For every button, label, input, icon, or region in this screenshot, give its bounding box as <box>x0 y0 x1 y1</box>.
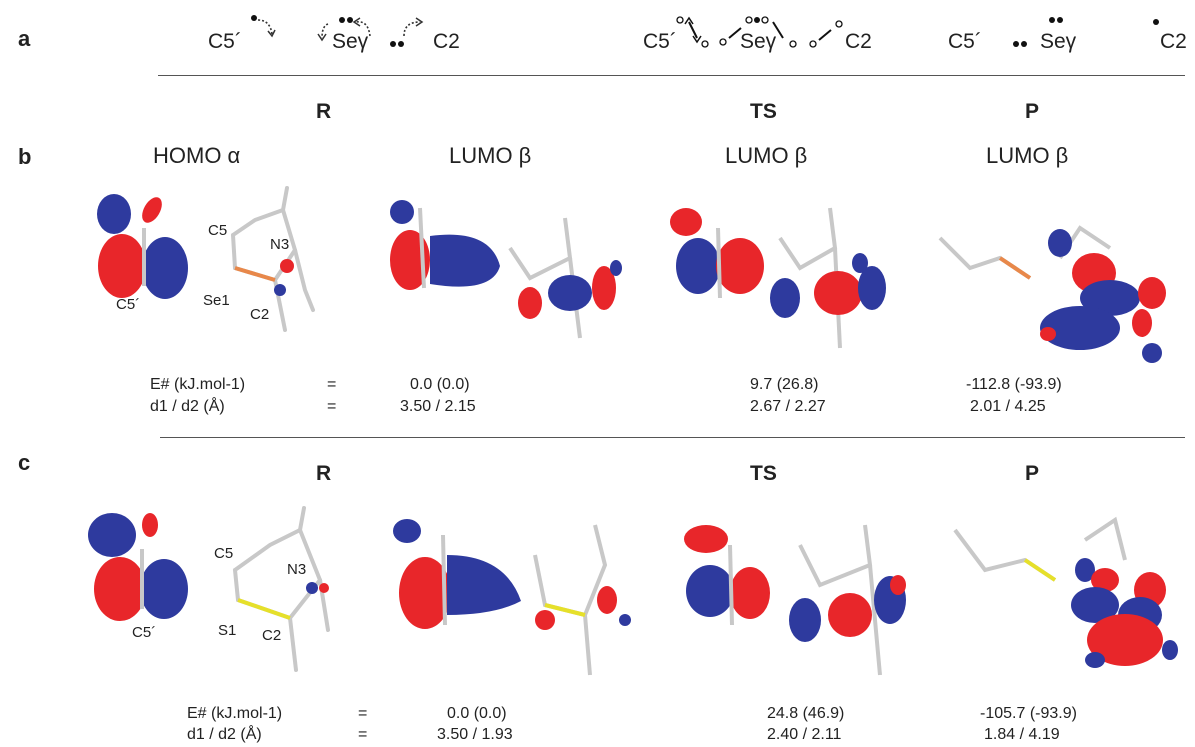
c-atom-s1: S1 <box>218 622 237 639</box>
c-lumo-ts-orbital-image <box>684 524 906 676</box>
b-energy-label: E# (kJ.mol-1) <box>150 376 246 393</box>
c-header-r: R <box>316 462 332 485</box>
c-lumo-p-orbital-image <box>953 516 1178 668</box>
mech1-c5: C5´ <box>208 30 242 53</box>
c-ts-distance: 2.40 / 2.11 <box>767 726 842 743</box>
b-orbital-lumo-r: LUMO β <box>449 143 532 168</box>
c-header-ts: TS <box>750 462 777 485</box>
b-lumo-ts-orbital-image <box>670 207 886 349</box>
c-lumo-r-orbital-image <box>393 519 631 676</box>
b-atom-c5p: C5´ <box>116 296 141 313</box>
b-atom-n3: N3 <box>270 236 290 253</box>
b-orbital-homo: HOMO α <box>153 143 241 168</box>
c-atom-c5p: C5´ <box>132 624 157 641</box>
b-atom-c2: C2 <box>250 306 270 323</box>
b-lumo-p-orbital-image <box>938 225 1166 363</box>
mech3-se: Seγ <box>1040 30 1077 53</box>
b-ts-energy: 9.7 (26.8) <box>750 376 819 393</box>
b-header-ts: TS <box>750 100 777 123</box>
b-distance-label: d1 / d2 (Å) <box>150 398 225 415</box>
c-r-energy: 0.0 (0.0) <box>447 705 507 722</box>
mech1-electron-arrows <box>251 15 424 47</box>
divider-a-b <box>158 75 1185 76</box>
panel-label-c: c <box>18 450 31 475</box>
b-energy-eq: = <box>327 376 337 393</box>
b-orbital-lumo-p: LUMO β <box>986 143 1069 168</box>
mech3-c5: C5´ <box>948 30 982 53</box>
c-homo-orbital-image <box>88 513 188 621</box>
b-header-r: R <box>316 100 332 123</box>
b-atom-se1: Se1 <box>203 292 230 309</box>
b-ts-distance: 2.67 / 2.27 <box>750 398 826 415</box>
c-energy-label: E# (kJ.mol-1) <box>187 705 283 722</box>
b-r-energy: 0.0 (0.0) <box>410 376 470 393</box>
b-r-distance: 3.50 / 2.15 <box>400 398 476 415</box>
c-ts-energy: 24.8 (46.9) <box>767 705 845 722</box>
b-r-molecule-image <box>231 186 315 332</box>
c-distance-eq: = <box>358 726 368 743</box>
c-distance-label: d1 / d2 (Å) <box>187 726 262 743</box>
b-atom-c5: C5 <box>208 222 228 239</box>
mech2-c5: C5´ <box>643 30 677 53</box>
mech3-c2: C2 <box>1160 30 1187 53</box>
c-atom-c5: C5 <box>214 545 234 562</box>
mech3-electron-dots <box>1013 17 1159 47</box>
c-atom-n3: N3 <box>287 561 307 578</box>
c-p-distance: 1.84 / 4.19 <box>984 726 1060 743</box>
b-distance-eq: = <box>327 398 337 415</box>
c-energy-eq: = <box>358 705 368 722</box>
mech2-transition-arrows <box>676 16 843 48</box>
panel-label-b: b <box>18 144 32 169</box>
b-orbital-lumo-ts: LUMO β <box>725 143 808 168</box>
b-lumo-r-orbital-image <box>390 200 622 339</box>
b-homo-orbital-image <box>97 194 188 299</box>
mech1-se: Seγ <box>332 30 369 53</box>
c-p-energy: -105.7 (-93.9) <box>980 705 1077 722</box>
b-header-p: P <box>1025 100 1040 123</box>
mech2-se: Seγ <box>740 30 777 53</box>
mech2-c2: C2 <box>845 30 872 53</box>
panel-label-a: a <box>18 26 31 51</box>
c-r-molecule-image <box>233 506 330 672</box>
c-r-distance: 3.50 / 1.93 <box>437 726 513 743</box>
b-p-distance: 2.01 / 4.25 <box>970 398 1046 415</box>
mech1-c2: C2 <box>433 30 460 53</box>
b-p-energy: -112.8 (-93.9) <box>966 376 1062 393</box>
divider-b-c <box>160 437 1185 438</box>
c-header-p: P <box>1025 462 1040 485</box>
c-atom-c2: C2 <box>262 627 282 644</box>
